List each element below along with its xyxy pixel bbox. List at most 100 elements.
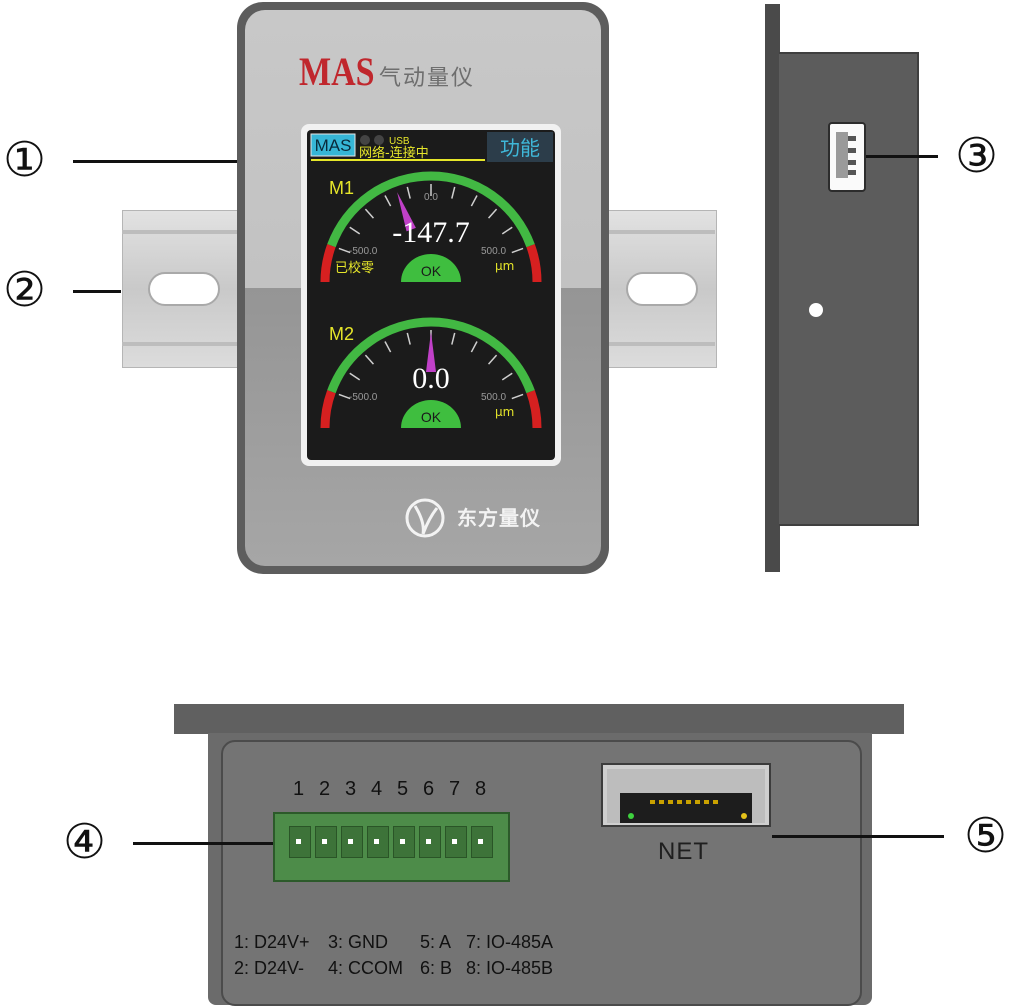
terminal-contact bbox=[322, 839, 327, 844]
din-rail-lip-right-b bbox=[605, 342, 715, 346]
gauge-tick bbox=[451, 186, 456, 199]
gauge-status-bg bbox=[401, 400, 461, 428]
gauge-max-label: 500.0 bbox=[481, 246, 506, 257]
gauge-tick bbox=[511, 247, 524, 254]
callout-4-leader bbox=[133, 842, 273, 845]
company-logo-icon bbox=[405, 498, 445, 538]
terminal-contact bbox=[374, 839, 379, 844]
gauge-tick bbox=[487, 354, 498, 365]
gauge-arc-red-left bbox=[320, 390, 336, 429]
gauge-note: 已校零 bbox=[335, 260, 374, 276]
display-bezel: MAS USB 网络-连接中 功能 M1 0.0 -500.0 500.0 μm 已校零 -… bbox=[301, 124, 561, 466]
gauge-tick bbox=[487, 208, 498, 219]
manufacturer-logo: 东方量仪 bbox=[457, 506, 541, 530]
brand-logo: MAS bbox=[299, 49, 375, 94]
usb-port-tongue bbox=[836, 132, 848, 178]
callout-3: ③ bbox=[955, 128, 999, 184]
gauge-arc-red-left bbox=[320, 244, 336, 283]
gauge-tick bbox=[338, 393, 351, 400]
function-button[interactable] bbox=[487, 132, 553, 162]
gauge-arc-green bbox=[327, 317, 535, 394]
gauge-min-label: -500.0 bbox=[349, 246, 378, 257]
callout-3-leader bbox=[866, 155, 938, 158]
side-mount-hole bbox=[809, 303, 823, 317]
callout-1: ① bbox=[3, 132, 47, 188]
network-status: 网络-连接中 bbox=[359, 145, 429, 161]
front-face: MAS 气动量仪 MAS USB 网络-连接中 功能 M1 0.0 -500.0 50… bbox=[245, 10, 601, 566]
pin-number: 8 bbox=[475, 778, 487, 800]
pin-description: 8: IO-485B bbox=[466, 958, 554, 978]
product-name: 气动量仪 bbox=[379, 66, 476, 91]
gauge-arc-green bbox=[327, 171, 535, 248]
gauge-status-bg bbox=[401, 254, 461, 282]
pin-number: 2 bbox=[319, 778, 331, 800]
gauge-min-label: -500.0 bbox=[349, 392, 378, 403]
gauge-tick bbox=[451, 332, 456, 345]
gauge-needle bbox=[397, 192, 416, 232]
rj45-opening bbox=[620, 793, 752, 823]
gauge-value: -147.7 bbox=[392, 216, 470, 249]
gauge-tick bbox=[349, 226, 361, 235]
net-label: NET bbox=[658, 838, 709, 865]
gauge-tick bbox=[406, 332, 411, 345]
callout-4: ④ bbox=[63, 814, 107, 870]
mas-badge: MAS bbox=[315, 136, 352, 155]
gauge-needle bbox=[426, 332, 436, 372]
pin-number: 6 bbox=[423, 778, 435, 800]
rj45-led-green bbox=[628, 813, 634, 819]
gauge-arc-red-right bbox=[526, 390, 542, 429]
gauge-tick bbox=[364, 208, 375, 219]
gauge-unit: μm bbox=[495, 405, 514, 419]
terminal-contact bbox=[478, 839, 483, 844]
terminal-contact bbox=[348, 839, 353, 844]
function-button-label: 功能 bbox=[500, 136, 540, 160]
pin-description: 3: GND bbox=[328, 932, 389, 952]
pin-number: 3 bbox=[345, 778, 357, 800]
side-flange bbox=[765, 4, 780, 572]
gauge-status: OK bbox=[421, 409, 442, 425]
din-rail-slot-left bbox=[148, 272, 220, 306]
gauge-tick bbox=[470, 341, 478, 353]
rj45-contacts bbox=[650, 800, 722, 804]
din-rail-slot-right bbox=[626, 272, 698, 306]
bottom-flange bbox=[174, 704, 904, 734]
usb-pin-3 bbox=[848, 160, 856, 165]
din-rail-lip-right bbox=[605, 230, 715, 234]
pin-number: 5 bbox=[397, 778, 409, 800]
indicator-led-2 bbox=[374, 135, 384, 145]
pin-description: 6: B bbox=[420, 958, 453, 978]
gauge-tick bbox=[384, 341, 392, 353]
gauge-center-label: 0.0 bbox=[424, 192, 438, 203]
pin-number: 4 bbox=[371, 778, 383, 800]
gauge-status: OK bbox=[421, 263, 442, 279]
callout-2: ② bbox=[3, 262, 47, 318]
usb-pin-2 bbox=[848, 148, 856, 153]
callout-5-leader bbox=[772, 835, 944, 838]
pin-description: 2: D24V- bbox=[234, 958, 305, 978]
gauge-tick bbox=[406, 186, 411, 199]
gauge-tick bbox=[338, 247, 351, 254]
callout-5: ⑤ bbox=[964, 808, 1008, 864]
gauge-tick bbox=[501, 226, 513, 235]
terminal-contact bbox=[296, 839, 301, 844]
display-screen[interactable]: MAS USB 网络-连接中 功能 M1 0.0 -500.0 500.0 μm 已校零 -… bbox=[307, 130, 555, 460]
terminal-block-icon[interactable] bbox=[273, 812, 510, 882]
pin-description: 4: CCOM bbox=[328, 958, 404, 978]
usb-pin-4 bbox=[848, 170, 856, 175]
gauge-arc-red-right bbox=[526, 244, 542, 283]
usb-label: USB bbox=[389, 136, 410, 147]
usb-pin-1 bbox=[848, 136, 856, 141]
pin-number: 1 bbox=[293, 778, 305, 800]
terminal-contact bbox=[426, 839, 431, 844]
gauge-tick bbox=[511, 393, 524, 400]
display-graphics: MAS USB 网络-连接中 功能 M1 0.0 -500.0 500.0 μm 已校零 -… bbox=[310, 132, 553, 429]
pin-description: 1: D24V+ bbox=[234, 932, 310, 952]
gauge-tick bbox=[349, 372, 361, 381]
gauge-label: M1 bbox=[329, 178, 354, 198]
pin-description: 7: IO-485A bbox=[466, 932, 554, 952]
terminal-contact bbox=[400, 839, 405, 844]
din-rail-lip-left-b bbox=[122, 342, 240, 346]
